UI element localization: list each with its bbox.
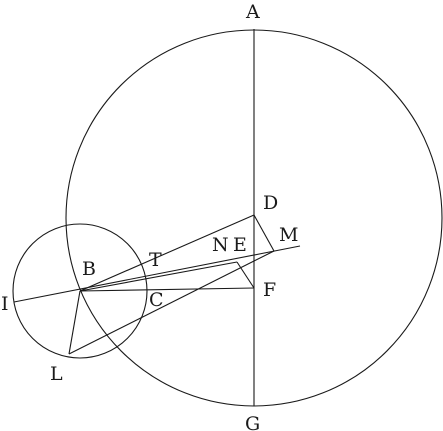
line-BL xyxy=(68,290,81,355)
label-F: F xyxy=(263,279,276,301)
line-IM xyxy=(13,245,301,303)
label-C: C xyxy=(149,289,164,311)
label-N: N xyxy=(212,234,229,256)
line-LM xyxy=(68,250,275,355)
label-I: I xyxy=(1,293,9,315)
label-D: D xyxy=(263,192,278,214)
line-BD xyxy=(79,214,255,292)
label-L: L xyxy=(50,363,63,385)
label-A: A xyxy=(245,1,260,23)
label-E: E xyxy=(233,234,247,256)
line-BF xyxy=(79,287,255,292)
label-G: G xyxy=(245,413,260,431)
label-M: M xyxy=(279,224,298,246)
label-T: T xyxy=(149,249,162,271)
label-B: B xyxy=(82,258,96,280)
line-BN xyxy=(79,261,238,292)
line-NF xyxy=(236,261,255,289)
small-circle xyxy=(12,223,148,359)
line-DM xyxy=(253,214,275,252)
